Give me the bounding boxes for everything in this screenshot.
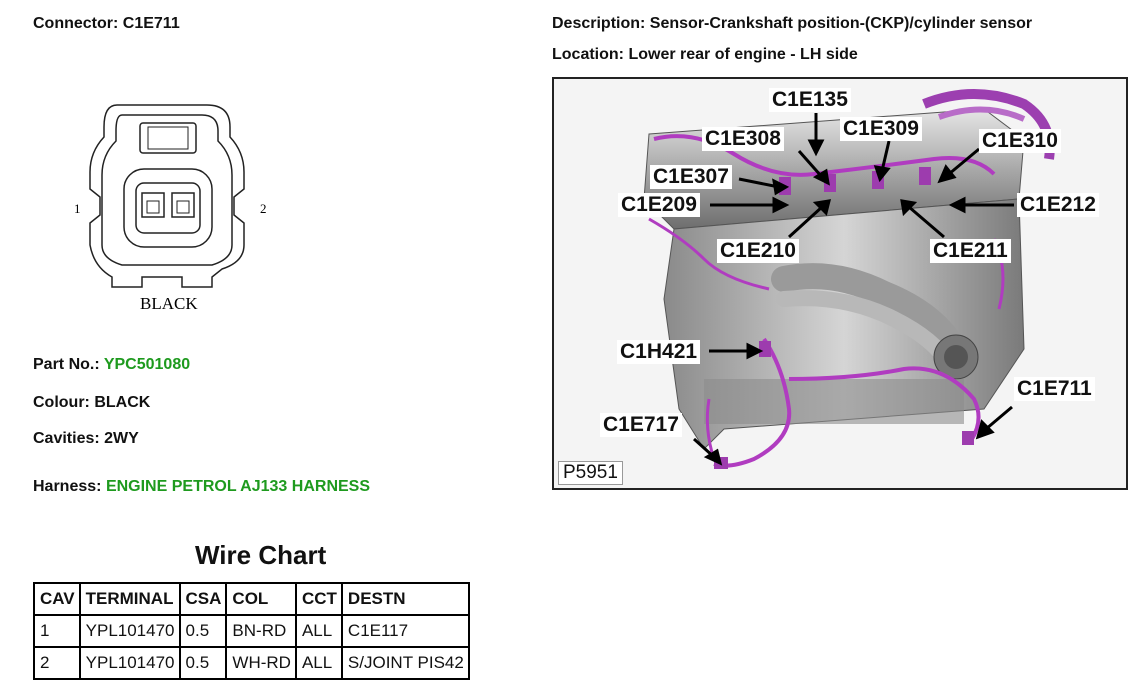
connector-label: Connector: <box>33 15 119 32</box>
wire-chart-title: Wire Chart <box>195 540 327 570</box>
callout-c1e717: C1E717 <box>600 413 682 437</box>
cavities-value: 2WY <box>104 430 139 447</box>
cell-csa: 0.5 <box>178 646 228 680</box>
connector-face-diagram: 1 2 BLACK <box>74 104 267 313</box>
pin-1-label: 1 <box>74 201 81 216</box>
harness-line: Harness: ENGINE PETROL AJ133 HARNESS <box>33 477 370 497</box>
col-col-header: COL <box>225 582 297 616</box>
pin-2-label: 2 <box>260 201 267 216</box>
callout-c1e135: C1E135 <box>769 88 851 112</box>
cavities-label: Cavities: <box>33 430 100 447</box>
location-label: Location: <box>552 46 624 63</box>
colour-label: Colour: <box>33 394 90 411</box>
description-line: Description: Sensor-Crankshaft position-… <box>552 14 1032 34</box>
cell-terminal: YPL101470 <box>78 646 181 680</box>
col-csa-header: CSA <box>178 582 228 616</box>
location-line: Location: Lower rear of engine - LH side <box>552 45 858 65</box>
cell-cct: ALL <box>294 614 343 648</box>
cell-csa: 0.5 <box>178 614 228 648</box>
wire-chart-header-row: CAV TERMINAL CSA COL CCT DESTN <box>33 582 470 616</box>
part-no-label: Part No.: <box>33 356 100 373</box>
harness-link[interactable]: ENGINE PETROL AJ133 HARNESS <box>105 478 371 495</box>
table-row: 1 YPL101470 0.5 BN-RD ALL C1E117 <box>33 614 470 648</box>
colour-line: Colour: BLACK <box>33 393 150 413</box>
col-cav-header: CAV <box>33 582 81 616</box>
callout-c1e309: C1E309 <box>840 117 922 141</box>
cell-cav: 1 <box>33 614 81 648</box>
callout-c1e210: C1E210 <box>717 239 799 263</box>
part-no-line: Part No.: YPC501080 <box>33 355 190 375</box>
cell-col: WH-RD <box>225 646 297 680</box>
cell-cav: 2 <box>33 646 81 680</box>
cell-cct: ALL <box>294 646 343 680</box>
col-cct-header: CCT <box>294 582 343 616</box>
callout-c1e310: C1E310 <box>979 129 1061 153</box>
cell-col: BN-RD <box>225 614 297 648</box>
table-row: 2 YPL101470 0.5 WH-RD ALL S/JOINT PIS42 <box>33 646 470 680</box>
wire-chart-table: CAV TERMINAL CSA COL CCT DESTN 1 YPL1014… <box>33 582 470 680</box>
cell-destn: S/JOINT PIS42 <box>340 646 470 680</box>
callout-c1e209: C1E209 <box>618 193 700 217</box>
cell-terminal: YPL101470 <box>78 614 181 648</box>
cavities-line: Cavities: 2WY <box>33 429 139 449</box>
location-value: Lower rear of engine - LH side <box>628 46 858 63</box>
engine-location-image: C1E135 C1E308 C1E309 C1E310 C1E307 C1E20… <box>552 77 1128 490</box>
description-value: Sensor-Crankshaft position-(CKP)/cylinde… <box>649 15 1033 32</box>
connector-id: C1E711 <box>122 15 180 32</box>
callout-c1h421: C1H421 <box>617 340 701 364</box>
col-destn-header: DESTN <box>340 582 470 616</box>
col-terminal-header: TERMINAL <box>78 582 181 616</box>
picture-number: P5951 <box>558 461 623 485</box>
callout-c1e211: C1E211 <box>930 239 1011 263</box>
part-no-link[interactable]: YPC501080 <box>103 356 191 373</box>
connector-line: Connector: C1E711 <box>33 14 180 34</box>
callout-c1e711: C1E711 <box>1014 377 1095 401</box>
callout-c1e308: C1E308 <box>702 127 784 151</box>
drawing-colour-text: BLACK <box>140 294 198 313</box>
description-label: Description: <box>552 15 646 32</box>
colour-value: BLACK <box>94 394 151 411</box>
callout-c1e212: C1E212 <box>1017 193 1099 217</box>
harness-label: Harness: <box>33 478 102 495</box>
callout-c1e307: C1E307 <box>650 165 732 189</box>
cell-destn: C1E117 <box>340 614 470 648</box>
